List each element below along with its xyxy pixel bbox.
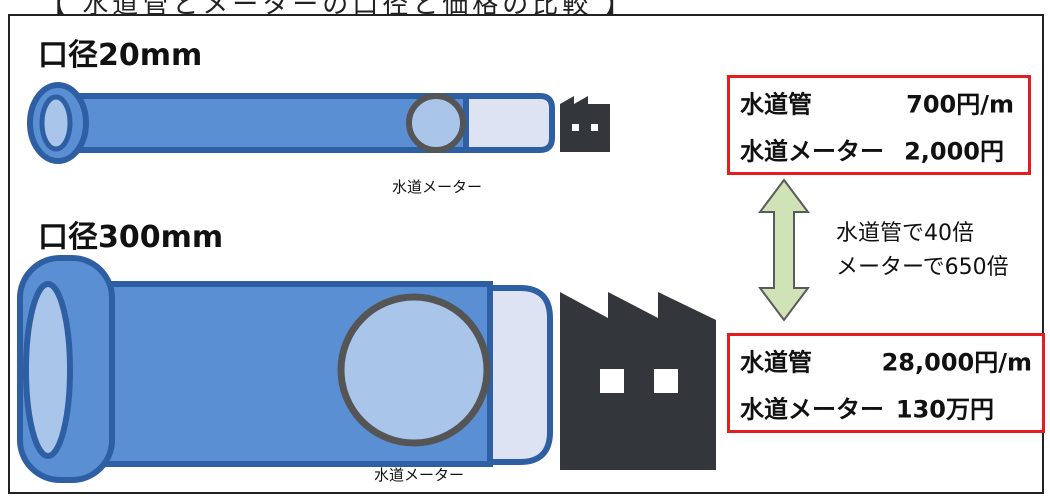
small-price-box: 水道管 700円/m 水道メーター 2,000円 [727, 75, 1031, 175]
comparison-note-meter: メーターで650倍 [836, 255, 1009, 280]
price-item-value: 2,000円 [904, 137, 1004, 165]
price-item-value: 700円/m [906, 90, 1014, 118]
small-factory-icon [560, 96, 610, 152]
price-item-value: 28,000円/m [881, 348, 1032, 376]
price-item-name: 水道メーター [740, 137, 884, 165]
small-meter-caption: 水道メーター [392, 178, 483, 196]
price-item-name: 水道管 [740, 90, 812, 118]
large-meter-caption: 水道メーター [374, 466, 465, 484]
small-meter-price-row: 水道メーター 2,000円 [730, 125, 1028, 172]
small-pipe-price-row: 水道管 700円/m [730, 78, 1028, 125]
large-water-meter-icon [337, 293, 491, 447]
header-fragment: 【 水道管とメーターの口径と価格の比較 】 [40, 0, 635, 14]
comparison-note-pipe: 水道管で40倍 [836, 221, 974, 246]
small-water-meter-icon [406, 93, 466, 153]
large-meter-price-row: 水道メーター 130万円 [730, 383, 1042, 430]
small-pipe [27, 82, 555, 164]
price-item-value: 130万円 [895, 395, 994, 423]
comparison-double-arrow-icon [758, 178, 810, 322]
large-diameter-label: 口径300mm [38, 220, 224, 255]
price-item-name: 水道メーター [740, 395, 884, 423]
small-diameter-label: 口径20mm [38, 38, 203, 73]
large-price-box: 水道管 28,000円/m 水道メーター 130万円 [727, 333, 1045, 433]
large-pipe-price-row: 水道管 28,000円/m [730, 336, 1042, 383]
price-item-name: 水道管 [740, 348, 812, 376]
header-fragment-clip: 【 水道管とメーターの口径と価格の比較 】 [0, 0, 1050, 14]
large-factory-icon [560, 292, 716, 470]
